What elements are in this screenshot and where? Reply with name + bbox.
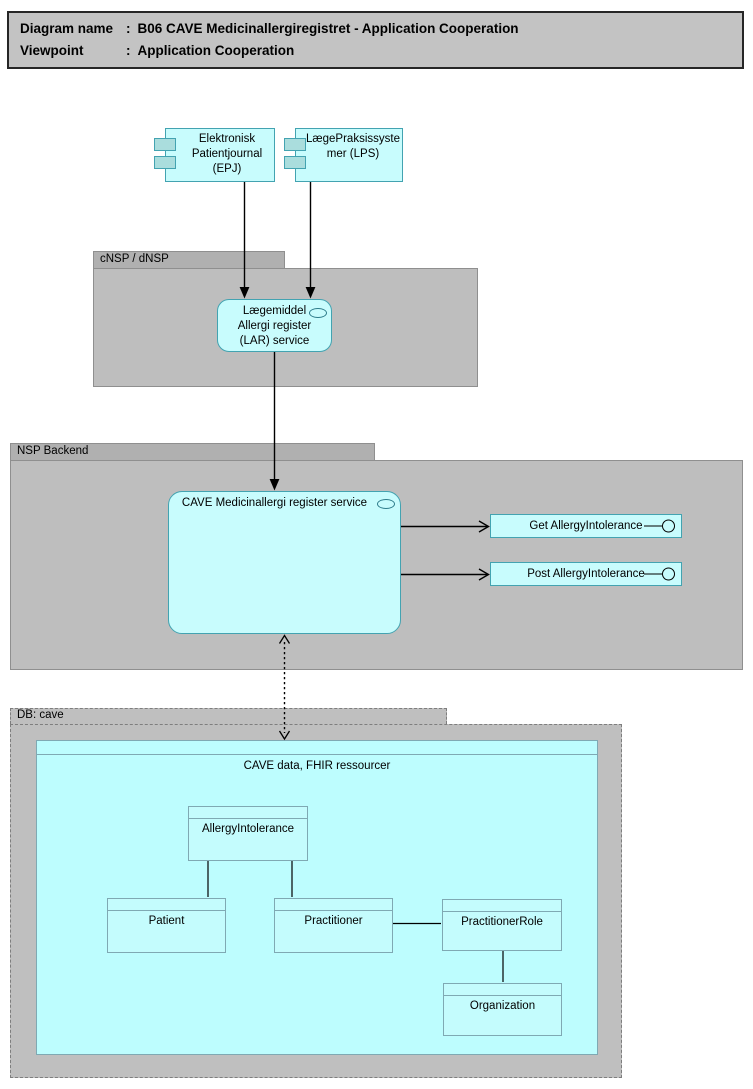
entity-allergyintolerance: AllergyIntolerance	[188, 806, 308, 861]
component-icon	[284, 156, 306, 169]
entity-label: Organization	[469, 1000, 536, 1012]
component-epj-label-line: Patientjournal	[191, 147, 263, 160]
group-tab-db-cave: DB: cave	[10, 708, 447, 724]
entity-top-band	[108, 899, 225, 911]
title-label: Diagram name	[20, 21, 114, 36]
group-tab-cnsp-dnsp: cNSP / dNSP	[93, 251, 285, 268]
interface-lollipop-icon	[644, 519, 675, 533]
interface-post-label: Post AllergyIntolerance	[527, 568, 645, 580]
component-epj: Elektronisk Patientjournal (EPJ)	[154, 128, 275, 182]
diagram-title-box: Diagram name : B06 CAVE Medicinallergire…	[7, 11, 744, 69]
entity-patient: Patient	[107, 898, 226, 953]
title-row-diagram-name: Diagram name : B06 CAVE Medicinallergire…	[20, 18, 731, 40]
entity-top-band	[189, 807, 307, 819]
component-icon	[154, 138, 176, 151]
service-cave-register: CAVE Medicinallergi register service	[168, 491, 401, 634]
entity-label: PractitionerRole	[461, 916, 543, 928]
entity-top-band	[275, 899, 392, 911]
entity-organization: Organization	[443, 983, 562, 1036]
component-icon	[284, 138, 306, 151]
data-object-title: CAVE data, FHIR ressourcer	[243, 760, 391, 772]
entity-label: Practitioner	[304, 915, 363, 927]
lollipop-stem	[644, 525, 662, 527]
title-value: B06 CAVE Medicinallergiregistret - Appli…	[137, 21, 519, 36]
interface-lollipop-icon	[644, 567, 675, 581]
entity-practitioner: Practitioner	[274, 898, 393, 953]
service-lar-label-line: (LAR) service	[239, 334, 310, 347]
interface-post-allergyintolerance: Post AllergyIntolerance	[490, 562, 682, 586]
interface-get-allergyintolerance: Get AllergyIntolerance	[490, 514, 682, 538]
group-label-cnsp-dnsp: cNSP / dNSP	[100, 253, 169, 265]
service-lar: Lægemiddel Allergi register (LAR) servic…	[217, 299, 332, 352]
lollipop-circle	[662, 567, 675, 581]
application-service-icon	[309, 308, 327, 318]
component-lps-label-line: LægePraksissyste	[306, 133, 400, 145]
lollipop-stem	[644, 573, 662, 575]
service-lar-label-line: Allergi register	[237, 319, 312, 332]
group-label-db-cave: DB: cave	[17, 709, 64, 721]
entity-top-band	[443, 900, 561, 912]
component-lps: LægePraksissyste mer (LPS)	[284, 128, 403, 182]
component-epj-label-line: (EPJ)	[212, 162, 242, 175]
group-label-nsp-backend: NSP Backend	[17, 445, 89, 457]
entity-label: Patient	[148, 915, 185, 927]
service-cave-label: CAVE Medicinallergi register service	[181, 497, 368, 509]
entity-label: AllergyIntolerance	[201, 823, 295, 835]
viewpoint-label: Viewpoint	[20, 42, 84, 58]
title-row-viewpoint: Viewpoint : Application Cooperation	[20, 40, 731, 62]
interface-get-label: Get AllergyIntolerance	[529, 520, 643, 532]
component-lps-label-line: mer (LPS)	[326, 147, 380, 160]
lollipop-circle	[662, 519, 675, 533]
data-object-top-band	[37, 741, 597, 755]
group-tab-nsp-backend: NSP Backend	[10, 443, 375, 460]
entity-practitionerrole: PractitionerRole	[442, 899, 562, 951]
entity-top-band	[444, 984, 561, 996]
component-epj-label-line: Elektronisk	[198, 133, 256, 145]
application-service-icon	[377, 499, 395, 509]
viewpoint-value: Application Cooperation	[137, 42, 295, 58]
title-separator: :	[126, 21, 131, 36]
service-lar-label-line: Lægemiddel	[242, 305, 307, 317]
component-icon	[154, 156, 176, 169]
viewpoint-separator: :	[126, 42, 131, 58]
